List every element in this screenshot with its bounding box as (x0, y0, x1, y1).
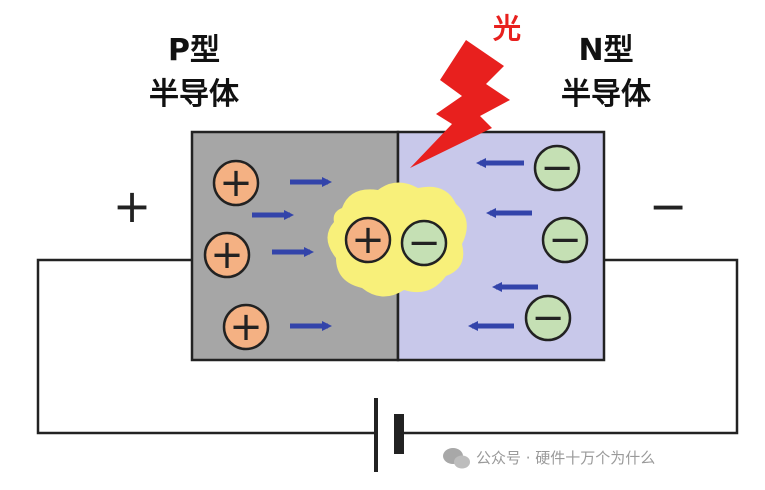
hole-icon: + (203, 231, 251, 279)
svg-text:−: − (531, 295, 565, 341)
p-type-label-sub: 半导体 (149, 77, 240, 112)
watermark: 公众号 · 硬件十万个为什么 (443, 448, 655, 469)
battery-icon (374, 398, 404, 472)
hole-icon: + (222, 303, 270, 351)
electron-drift-arrows (468, 158, 538, 331)
svg-text:+: + (210, 232, 244, 278)
hole-icon: + (212, 159, 260, 207)
p-type-label: P型 (168, 33, 220, 68)
wechat-icon (443, 448, 470, 469)
hole-drift-arrows (252, 177, 332, 331)
electron-icon: − (541, 216, 589, 264)
svg-text:+: + (229, 304, 263, 350)
lightning-icon (410, 40, 510, 168)
svg-text:−: − (407, 220, 441, 266)
circuit-wire (36, 258, 739, 435)
svg-text:+: + (219, 160, 253, 206)
electron-icon: − (524, 294, 572, 342)
svg-text:+: + (351, 217, 385, 263)
hole-carriers: + + + + (203, 159, 392, 351)
light-glow (327, 182, 467, 297)
svg-text:−: − (540, 145, 574, 191)
watermark-text: 公众号 · 硬件十万个为什么 (476, 449, 655, 467)
light-label: 光 (492, 12, 521, 45)
positive-terminal-label: + (113, 179, 152, 233)
hole-icon: + (344, 216, 392, 264)
svg-text:−: − (548, 217, 582, 263)
electron-icon: − (400, 219, 448, 267)
n-type-label-sub: 半导体 (561, 77, 652, 112)
n-type-label: N型 (578, 33, 633, 68)
electron-carriers: − − − − (400, 144, 589, 342)
negative-terminal-label: − (649, 179, 688, 233)
electron-icon: − (533, 144, 581, 192)
